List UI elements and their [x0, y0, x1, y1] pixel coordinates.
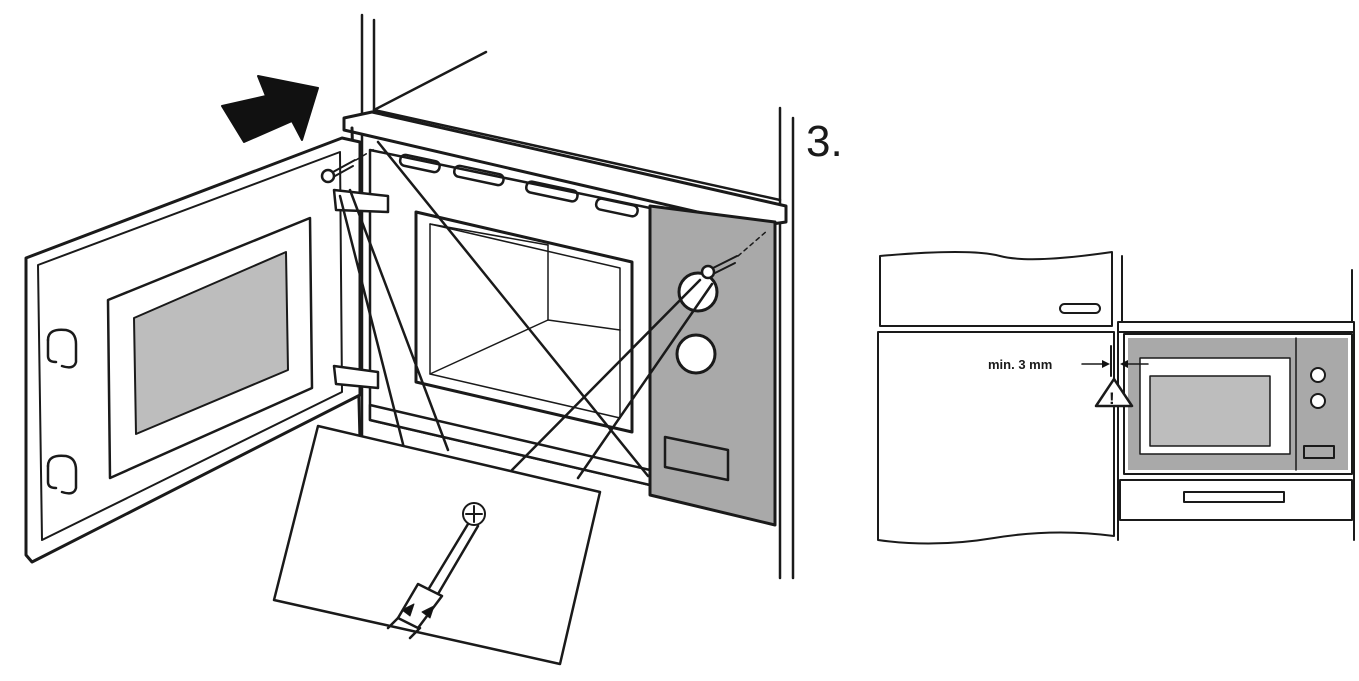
display-window	[663, 435, 730, 482]
door-window	[133, 251, 289, 435]
clearance-gap-markers	[1081, 345, 1149, 377]
upper-cabinet	[879, 251, 1353, 327]
screw-left	[320, 147, 377, 184]
rotation-arrows	[401, 603, 435, 619]
screwdriver-detail-inset	[272, 424, 602, 666]
door-latch-bottom	[46, 454, 78, 495]
control-panel	[648, 204, 777, 527]
clearance-label: min. 3 mm	[988, 357, 1052, 372]
door-latch-top	[46, 328, 78, 369]
microwave-front-small	[1123, 333, 1353, 475]
adjacent-cabinet-door	[877, 331, 1115, 545]
screw-right	[700, 229, 769, 280]
microwave-door	[24, 136, 390, 564]
drawer-below	[1119, 479, 1353, 521]
clearance-detail: min. 3 mm !	[877, 251, 1355, 545]
callout-beams	[338, 140, 714, 480]
cabinet-handle	[1059, 303, 1101, 314]
control-knob-bottom	[675, 333, 717, 375]
push-direction-arrow	[221, 75, 319, 143]
drawer-handle	[1183, 491, 1285, 503]
knob-small-bottom	[1310, 393, 1326, 409]
svg-text:!: !	[1109, 389, 1115, 408]
step-number: 3.	[806, 117, 843, 166]
warning-triangle-icon: !	[1094, 377, 1134, 408]
screwdriver-icon	[386, 522, 480, 640]
control-knob-top	[677, 271, 719, 313]
knob-small-top	[1310, 367, 1326, 383]
display-small	[1303, 445, 1335, 459]
window-small	[1149, 375, 1271, 447]
